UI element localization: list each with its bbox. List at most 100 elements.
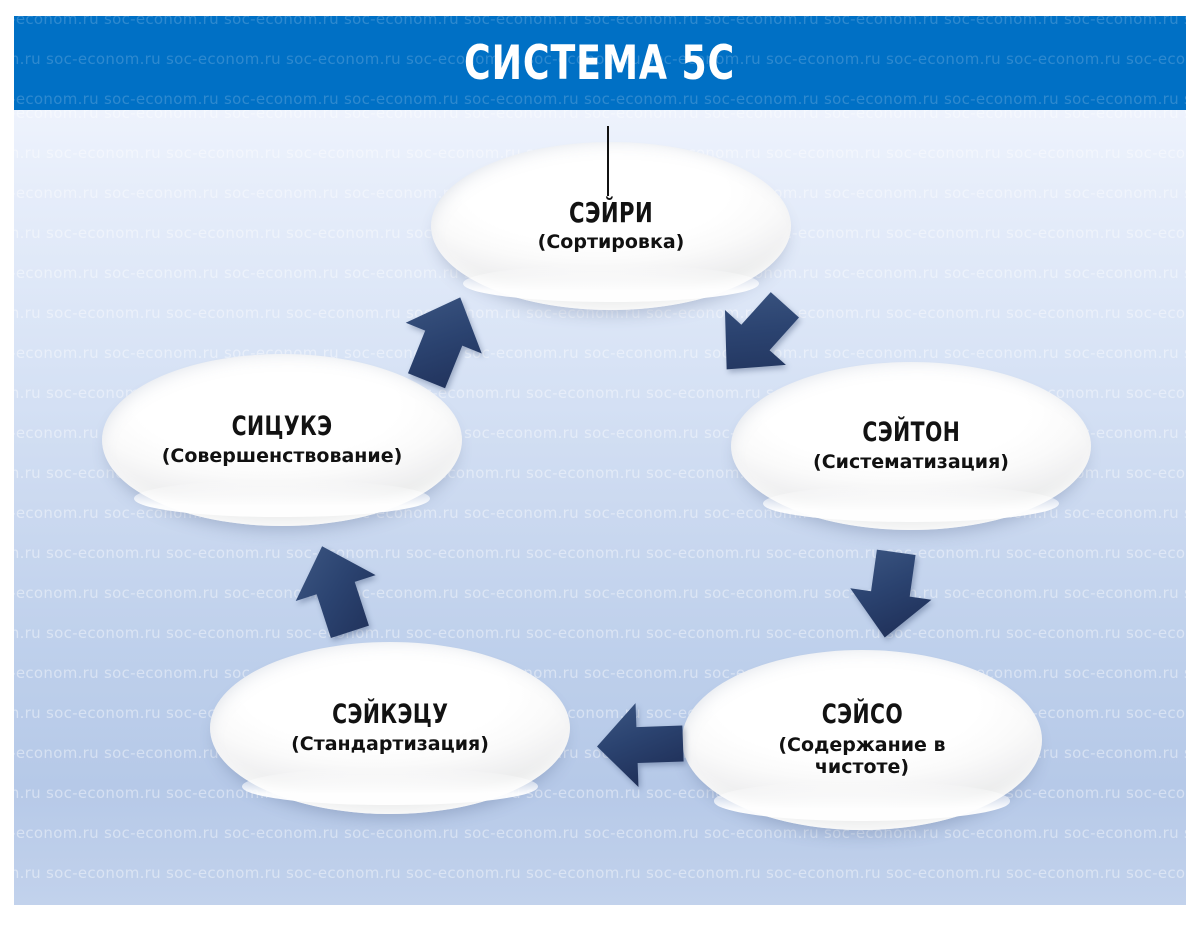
watermark-text: soc-econom.ru <box>14 544 41 562</box>
watermark-text: soc-econom.ru <box>224 824 339 842</box>
watermark-text: soc-econom.ru <box>1064 744 1179 762</box>
watermark-text: soc-econom.ru <box>14 144 41 162</box>
watermark-text: soc-econom.ru <box>46 784 161 802</box>
watermark-text: soc-econom.ru <box>14 264 99 282</box>
watermark-text: soc-econom.ru <box>886 50 1001 68</box>
watermark-text: soc-econom.ru <box>944 90 1059 108</box>
watermark-text: soc-econom.ru <box>944 16 1059 28</box>
watermark-text: soc-econom.ru <box>1126 224 1186 242</box>
node-seiso[interactable]: СЭЙСО (Содержание в чистоте) <box>682 650 1042 830</box>
watermark-text: soc-econom.ru <box>1126 784 1186 802</box>
watermark-text: soc-econom.ru <box>14 824 99 842</box>
watermark-text: soc-econom.ru <box>1126 50 1186 68</box>
watermark-text: soc-econom.ru <box>1184 424 1186 442</box>
watermark-text: soc-econom.ru <box>584 110 699 122</box>
watermark-text: soc-econom.ru <box>166 544 281 562</box>
watermark-text: soc-econom.ru <box>14 464 41 482</box>
watermark-text: soc-econom.ru <box>1064 824 1179 842</box>
node-seiso-subtitle: (Содержание в чистоте) <box>778 733 946 779</box>
watermark-text: soc-econom.ru <box>344 90 459 108</box>
watermark-text: soc-econom.ru <box>14 664 99 682</box>
watermark-text: soc-econom.ru <box>14 784 41 802</box>
watermark-text: soc-econom.ru <box>104 344 219 362</box>
watermark-text: soc-econom.ru <box>286 224 401 242</box>
watermark-text: soc-econom.ru <box>1126 144 1186 162</box>
node-shitsuke-title: СИЦУКЭ <box>231 410 333 442</box>
watermark-text: soc-econom.ru <box>14 50 41 68</box>
watermark-text: soc-econom.ru <box>1184 264 1186 282</box>
diagram-canvas: soc-econom.ru soc-econom.ru soc-econom.ru s… <box>14 110 1186 905</box>
watermark-text: soc-econom.ru <box>464 424 579 442</box>
watermark-text: soc-econom.ru <box>224 90 339 108</box>
watermark-text: soc-econom.ru <box>104 16 219 28</box>
watermark-text: soc-econom.ru <box>464 90 579 108</box>
watermark-text: soc-econom.ru <box>824 184 939 202</box>
node-seiketsu[interactable]: СЭЙКЭЦУ (Стандартизация) <box>210 642 570 814</box>
page-title: СИСТЕМА 5С <box>464 35 736 91</box>
watermark-text: soc-econom.ru <box>104 824 219 842</box>
watermark-text: soc-econom.ru <box>704 584 819 602</box>
node-seiso-title: СЭЙСО <box>821 699 903 731</box>
watermark-text: soc-econom.ru <box>584 824 699 842</box>
watermark-text: soc-econom.ru <box>584 90 699 108</box>
node-seiri[interactable]: СЭЙРИ (Сортировка) <box>431 142 791 310</box>
watermark-text: soc-econom.ru <box>824 344 939 362</box>
watermark-text: soc-econom.ru <box>344 264 459 282</box>
watermark-text: soc-econom.ru <box>1184 584 1186 602</box>
watermark-text: soc-econom.ru <box>1126 624 1186 642</box>
watermark-text: soc-econom.ru <box>1184 744 1186 762</box>
watermark-text: soc-econom.ru <box>584 504 699 522</box>
watermark-text: soc-econom.ru <box>46 864 161 882</box>
watermark-text: soc-econom.ru <box>526 384 641 402</box>
watermark-text: soc-econom.ru <box>824 16 939 28</box>
watermark-text: soc-econom.ru <box>646 864 761 882</box>
arrow-seiketsu-to-shitsuke <box>295 546 376 638</box>
node-seiton[interactable]: СЭЙТОН (Систематизация) <box>731 362 1091 530</box>
node-seiton-subtitle: (Систематизация) <box>813 450 1009 473</box>
watermark-text: soc-econom.ru <box>14 864 41 882</box>
watermark-text: soc-econom.ru <box>526 544 641 562</box>
arrow-seiso-to-seiketsu <box>597 703 684 788</box>
watermark-text: soc-econom.ru <box>1184 184 1186 202</box>
watermark-text: soc-econom.ru <box>766 864 881 882</box>
watermark-text: soc-econom.ru <box>464 584 579 602</box>
watermark-text: soc-econom.ru <box>14 16 99 28</box>
watermark-text: soc-econom.ru <box>1126 704 1186 722</box>
watermark-text: soc-econom.ru <box>166 304 281 322</box>
watermark-text: soc-econom.ru <box>46 624 161 642</box>
watermark-text: soc-econom.ru <box>14 304 41 322</box>
watermark-text: soc-econom.ru <box>1006 144 1121 162</box>
watermark-text: soc-econom.ru <box>464 504 579 522</box>
watermark-text: soc-econom.ru <box>704 110 819 122</box>
watermark-text: soc-econom.ru <box>104 264 219 282</box>
watermark-text: soc-econom.ru <box>344 16 459 28</box>
watermark-text: soc-econom.ru <box>704 90 819 108</box>
watermark-text: soc-econom.ru <box>646 624 761 642</box>
watermark-text: soc-econom.ru <box>14 384 41 402</box>
node-shitsuke[interactable]: СИЦУКЭ (Совершенствование) <box>102 354 462 526</box>
watermark-text: soc-econom.ru <box>14 90 99 108</box>
watermark-text: soc-econom.ru <box>14 224 41 242</box>
watermark-text: soc-econom.ru <box>1064 184 1179 202</box>
watermark-text: soc-econom.ru <box>886 864 1001 882</box>
watermark-text: soc-econom.ru <box>344 824 459 842</box>
watermark-text: soc-econom.ru <box>14 504 99 522</box>
watermark-text: soc-econom.ru <box>46 544 161 562</box>
bottom-white-strip <box>0 905 1200 932</box>
watermark-text: soc-econom.ru <box>824 264 939 282</box>
connector-line-top <box>607 126 609 196</box>
watermark-text: soc-econom.ru <box>1064 664 1179 682</box>
watermark-text: soc-econom.ru <box>46 304 161 322</box>
watermark-text: soc-econom.ru <box>944 824 1059 842</box>
watermark-text: soc-econom.ru <box>104 184 219 202</box>
watermark-text: soc-econom.ru <box>1006 224 1121 242</box>
watermark-text: soc-econom.ru <box>104 664 219 682</box>
watermark-text: soc-econom.ru <box>526 864 641 882</box>
watermark-text: soc-econom.ru <box>104 110 219 122</box>
watermark-text: soc-econom.ru <box>166 144 281 162</box>
watermark-text: soc-econom.ru <box>224 110 339 122</box>
watermark-text: soc-econom.ru <box>584 16 699 28</box>
watermark-text: soc-econom.ru <box>526 624 641 642</box>
watermark-text: soc-econom.ru <box>14 744 99 762</box>
